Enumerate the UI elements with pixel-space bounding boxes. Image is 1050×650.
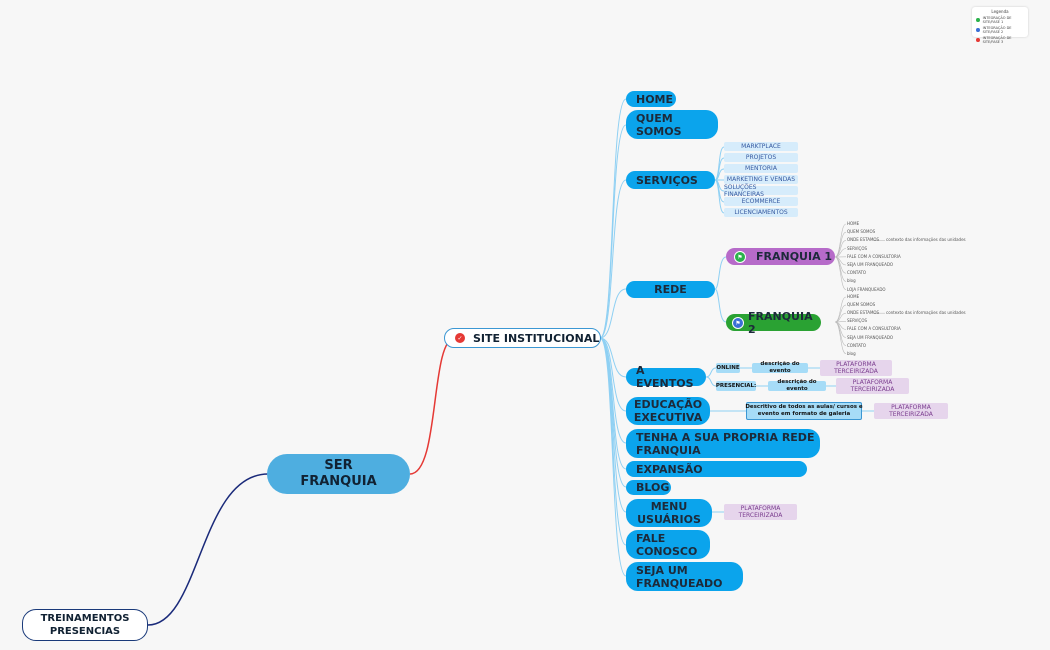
legend: Legenda INTEGRAÇÃO DE SITE/FASE 1 INTEGR…: [972, 7, 1028, 44]
node-eventos[interactable]: A EVENTOS: [626, 364, 706, 390]
servico-item[interactable]: MENTORIA: [724, 164, 798, 173]
franquia-page-item[interactable]: QUEM SOMOS: [847, 302, 876, 308]
node-menu-usuarios[interactable]: MENU USUÁRIOS: [626, 499, 712, 527]
node-plataforma-menu[interactable]: PLATAFORMA TERCEIRIZADA: [724, 504, 797, 520]
legend-label: INTEGRAÇÃO DE SITE/FASE 2: [982, 26, 1012, 34]
franquia-page-item[interactable]: CONTATO: [847, 342, 867, 348]
legend-item: INTEGRAÇÃO DE SITE/FASE 3: [976, 36, 1028, 44]
root-node-ser-franquia[interactable]: SER FRANQUIA: [267, 454, 410, 494]
franquia-item-connector: [834, 256, 847, 290]
servico-item[interactable]: MARKETING E VENDAS: [724, 175, 798, 184]
legend-label: INTEGRAÇÃO DE SITE/FASE 1: [982, 16, 1012, 24]
franquia-page-item[interactable]: ONDE ESTAMOS: [847, 237, 880, 243]
node-plataforma-presencial[interactable]: PLATAFORMA TERCEIRIZADA: [836, 378, 909, 394]
servico-item[interactable]: MARKTPLACE: [724, 142, 798, 151]
node-tenha-rede[interactable]: TENHA A SUA PROPRIA REDE FRANQUIA: [626, 429, 820, 458]
node-seja-franqueado[interactable]: SEJA UM FRANQUEADO: [626, 562, 743, 591]
legend-item: INTEGRAÇÃO DE SITE/FASE 1: [976, 16, 1028, 24]
node-home[interactable]: HOME: [626, 91, 676, 107]
franquia-page-item[interactable]: blog: [847, 350, 856, 356]
legend-item: INTEGRAÇÃO DE SITE/FASE 2: [976, 26, 1028, 34]
node-franquia-2[interactable]: ⚑ FRANQUIA 2: [726, 310, 821, 336]
legend-color-dot: [976, 38, 980, 42]
blue-fase-icon: ⚑: [732, 317, 744, 329]
franquia-item-connector: [834, 256, 847, 274]
onde-estamos-note: contexto das informações das unidades: [886, 237, 966, 243]
franquia-page-item[interactable]: FALE COM A CONSULTORIA: [847, 326, 901, 332]
franquia-page-item[interactable]: SEJA UM FRANQUEADO: [847, 334, 894, 340]
servico-item[interactable]: ECOMMERCE: [724, 197, 798, 206]
node-desc-evento-online[interactable]: descrição do evento: [752, 361, 808, 374]
franquia-2-label: FRANQUIA 2: [748, 309, 813, 336]
node-presencial[interactable]: PRESENCIAL:: [716, 381, 756, 391]
franquia-1-label: FRANQUIA 1: [756, 250, 833, 263]
node-educacao[interactable]: EDUCAÇÃO EXECUTIVA: [626, 397, 710, 425]
legend-title: Legenda: [991, 9, 1009, 14]
node-franquia-1[interactable]: ⚑ FRANQUIA 1: [726, 248, 835, 265]
site-label: SITE INSTITUCIONAL: [473, 331, 600, 345]
green-fase-icon: ⚑: [734, 251, 746, 263]
franquia-page-item[interactable]: SEJA UM FRANQUEADO: [847, 262, 894, 267]
node-servicos[interactable]: SERVIÇOS: [626, 171, 715, 189]
onde-estamos-note: contexto das informações das unidades: [886, 310, 966, 316]
node-educacao-desc[interactable]: Descritivo de todos as aulas/ cursos e e…: [745, 402, 863, 420]
franquia-item-connector: [834, 296, 847, 323]
node-treinamentos[interactable]: TREINAMENTOS PRESENCIAS: [22, 609, 148, 641]
servico-item[interactable]: SOLUÇÕES FINANCEIRAS: [724, 184, 798, 198]
node-online[interactable]: ONLINE: [716, 363, 740, 373]
franquia-page-item[interactable]: LOJA FRANQUEADO: [847, 286, 886, 292]
franquia-page-item[interactable]: FALE COM A CONSULTORIA: [847, 253, 901, 259]
node-fale-conosco[interactable]: FALE CONOSCO: [626, 530, 710, 559]
franquia-page-item[interactable]: HOME: [847, 294, 860, 299]
franquia-page-item[interactable]: blog: [847, 278, 856, 284]
legend-label: INTEGRAÇÃO DE SITE/FASE 3: [982, 36, 1012, 44]
node-plataforma-educacao[interactable]: PLATAFORMA TERCEIRIZADA: [874, 403, 948, 419]
node-desc-evento-presencial[interactable]: descrição do evento: [768, 379, 826, 392]
franquia-page-item[interactable]: QUEM SOMOS: [847, 229, 876, 235]
legend-color-dot: [976, 28, 980, 32]
servico-item[interactable]: PROJETOS: [724, 153, 798, 162]
franquia-page-item[interactable]: SERVIÇOS: [847, 318, 868, 324]
node-quem-somos[interactable]: QUEM SOMOS: [626, 110, 718, 139]
franquia-page-item[interactable]: SERVIÇOS: [847, 245, 868, 251]
node-site-institucional[interactable]: ✓ SITE INSTITUCIONAL: [444, 328, 601, 348]
franquia-page-item[interactable]: HOME: [847, 221, 860, 226]
node-expansao[interactable]: EXPANSÃO: [626, 461, 807, 477]
servico-item[interactable]: LICENCIAMENTOS: [724, 208, 798, 217]
franquia-page-item[interactable]: CONTATO: [847, 270, 867, 276]
node-plataforma-online[interactable]: PLATAFORMA TERCEIRIZADA: [820, 360, 892, 376]
franquia-page-item[interactable]: ONDE ESTAMOS: [847, 310, 880, 316]
legend-color-dot: [976, 18, 980, 22]
red-fase-icon: ✓: [455, 333, 465, 343]
node-rede[interactable]: REDE: [626, 281, 715, 298]
franquia-item-connector: [834, 321, 847, 354]
franquia-item-connector: [834, 223, 847, 258]
node-blog[interactable]: BLOG: [626, 480, 671, 495]
